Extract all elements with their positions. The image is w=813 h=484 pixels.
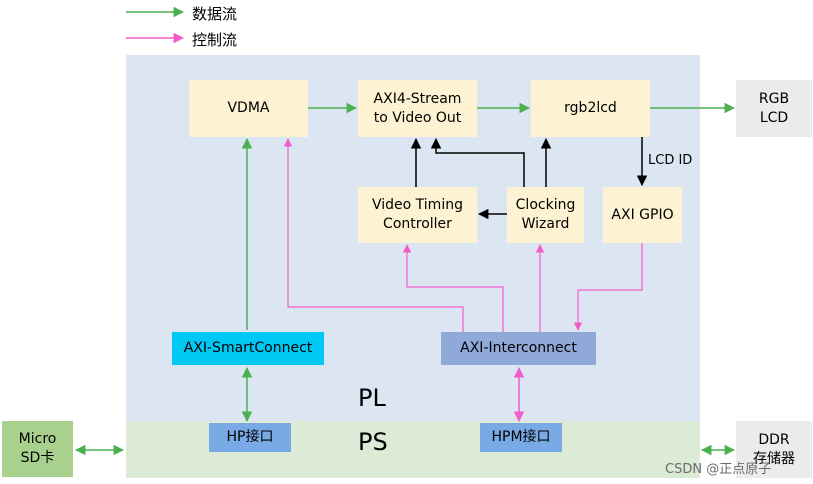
rgb2lcd-block: rgb2lcd: [531, 80, 650, 137]
vdma-block: VDMA: [189, 80, 308, 137]
watermark: CSDN @正点原子: [665, 462, 772, 477]
micro-sd-block: Micro SD卡: [2, 421, 73, 477]
legend-control-flow-label: 控制流: [192, 31, 238, 49]
lcd-id-label: LCD ID: [648, 153, 693, 168]
axi-interconnect-block: AXI-Interconnect: [441, 332, 596, 365]
hpm-port-block: HPM接口: [480, 423, 562, 452]
ps-label: PS: [358, 428, 388, 456]
hp-port-block: HP接口: [209, 423, 291, 452]
axi-smartconnect-block: AXI-SmartConnect: [172, 332, 324, 365]
gpio-to-interconnect-control: [573, 243, 643, 331]
axi4-stream-video-out-block: AXI4-Stream to Video Out: [358, 80, 477, 137]
rgb-lcd-block: RGB LCD: [736, 80, 812, 137]
interconnect-to-vdma-control: [283, 138, 464, 332]
interconnect-to-vtc-control: [402, 244, 504, 332]
ddr-block: DDR 存储器: [736, 421, 812, 478]
clocking-wizard-block: Clocking Wizard: [507, 187, 584, 243]
axi-gpio-block: AXI GPIO: [603, 187, 682, 243]
legend-data-flow-label: 数据流: [192, 5, 238, 23]
clock-to-axi4-arrow: [430, 137, 525, 187]
video-timing-controller-block: Video Timing Controller: [358, 187, 477, 243]
pl-label: PL: [358, 384, 386, 412]
